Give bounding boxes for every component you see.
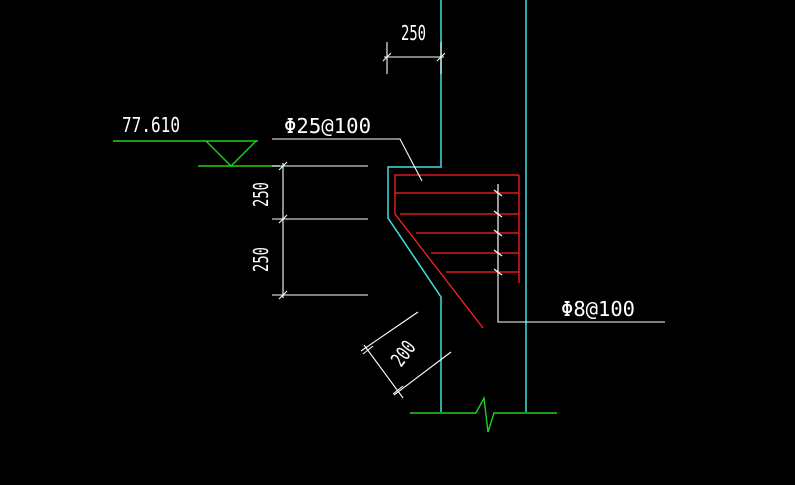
dim-upper-label: 250 (249, 182, 273, 207)
tick (493, 189, 503, 197)
main-rebar (394, 174, 519, 329)
dim-slope-ext (360, 311, 419, 352)
tick (493, 268, 503, 276)
dim-tick (278, 161, 288, 171)
dim-tick (362, 345, 374, 355)
dim-lower-label: 250 (249, 247, 273, 272)
rebar-cage (394, 174, 520, 329)
dim-tick (278, 214, 288, 224)
main-rebar-leader (272, 138, 423, 182)
main-rebar-label: Φ25@100 (284, 114, 371, 138)
dim-slope-label: 200 (386, 336, 421, 371)
wall-outline (387, 0, 527, 412)
wall-left-edge (387, 0, 442, 412)
dim-slope-ext (393, 351, 452, 396)
tick (493, 249, 503, 257)
tick (493, 210, 503, 218)
dimensions (272, 42, 665, 399)
dim-top-label: 250 (401, 21, 426, 45)
dim-tick (278, 290, 288, 300)
elevation-label: 77.610 (122, 113, 180, 137)
stirrup-leader (497, 276, 665, 323)
level-marks (113, 140, 557, 433)
break-line (410, 395, 557, 433)
stirrup-ticks (493, 184, 503, 276)
dim-slope-line (363, 344, 404, 399)
dim-tick (392, 385, 404, 395)
dim-tick (382, 52, 392, 62)
dim-tick (436, 52, 446, 62)
stirrup-label: Φ8@100 (561, 297, 635, 321)
tick (493, 229, 503, 237)
elevation-triangle (205, 140, 257, 167)
